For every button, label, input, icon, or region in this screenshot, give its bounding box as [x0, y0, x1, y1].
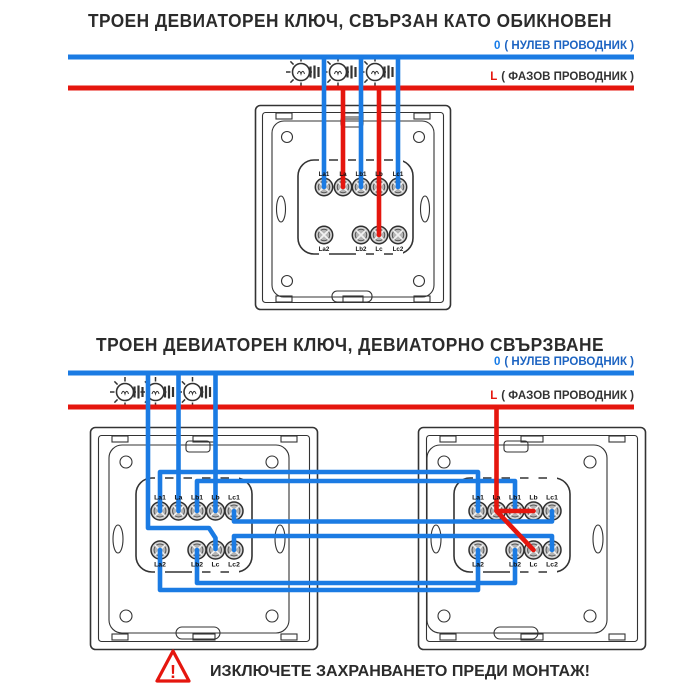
- lamp-ray: [113, 380, 119, 386]
- lamp-ray: [363, 78, 369, 84]
- terminal-notch: [547, 473, 557, 483]
- terminal-notch: [374, 249, 384, 259]
- terminal-label: Lb: [375, 171, 383, 178]
- lamp-filament: [371, 70, 379, 76]
- lamp-bulb: [365, 62, 385, 82]
- lamp-icon: [177, 377, 212, 407]
- traveler-Lb1: [194, 478, 518, 514]
- lamp-ray: [181, 398, 186, 404]
- terminal-label: La1: [472, 495, 484, 502]
- terminal-label: La: [175, 495, 183, 502]
- traveler-Lc2: [231, 533, 555, 553]
- lamp-ray: [289, 78, 295, 84]
- lamp-filament: [121, 390, 129, 396]
- terminal-label: Lc: [212, 562, 220, 569]
- traveler-La1: [157, 469, 481, 514]
- terminal-notch: [192, 473, 202, 483]
- diagram2-neutral-label: 0( НУЛЕВ ПРОВОДНИК ): [494, 356, 634, 368]
- terminal-label: Lb2: [355, 246, 367, 253]
- lamp-ray: [326, 78, 332, 84]
- terminal-label: Lc1: [546, 495, 558, 502]
- terminal-notch: [393, 249, 403, 259]
- terminal-label: La1: [154, 495, 166, 502]
- lamp-bulb: [183, 382, 202, 402]
- wires: [145, 54, 555, 593]
- terminal-label: La: [493, 495, 501, 502]
- terminal-label: Lc: [375, 246, 383, 253]
- screw-slot: [318, 229, 330, 241]
- lamp-ray: [289, 60, 295, 66]
- terminal-label: Lc2: [546, 562, 558, 569]
- terminal-label: La2: [472, 562, 484, 569]
- terminal-label: Lc1: [393, 171, 404, 178]
- lamp-ray: [181, 380, 186, 386]
- terminal-label: Lb: [529, 495, 537, 502]
- terminal-label: Lb1: [355, 171, 367, 178]
- warning-text: ИЗКЛЮЧЕТЕ ЗАХРАНВАНЕТО ПРЕДИ МОНТАЖ!: [210, 663, 590, 680]
- lamp-icon: [286, 57, 320, 87]
- terminal-notch: [528, 473, 539, 483]
- lamp-filament: [297, 70, 305, 76]
- lamp-filament: [334, 70, 342, 76]
- switch-0-terminals: [314, 155, 408, 259]
- diagram2-phase-label: L( ФАЗОВ ПРОВОДНИК ): [490, 390, 634, 402]
- terminal-label: Lb1: [191, 495, 203, 502]
- diagram1-phase-label: L( ФАЗОВ ПРОВОДНИК ): [490, 71, 634, 83]
- wire-phase-to-right-Lc: [494, 508, 536, 553]
- lamp-bulb: [115, 382, 135, 402]
- lamp-ray: [113, 398, 119, 404]
- traveler-Lc1: [231, 508, 555, 524]
- terminal-notch: [510, 473, 520, 483]
- lamp-bulb: [328, 62, 348, 82]
- warning-triangle-icon: [155, 649, 191, 683]
- terminal-notch: [547, 567, 557, 577]
- bus-lines: [68, 54, 634, 410]
- terminal-notch: [356, 249, 366, 259]
- terminal-label: Lb2: [509, 562, 521, 569]
- terminal-notch: [319, 249, 329, 259]
- screw-slot: [392, 229, 404, 241]
- screw-slot: [355, 229, 367, 241]
- terminal-label: La2: [154, 562, 166, 569]
- terminal-label: Lc2: [393, 246, 404, 253]
- wire-lamp1-to-left-Lc: [145, 370, 218, 552]
- terminal-label: La: [339, 171, 347, 178]
- switch-bottom-left: [89, 426, 319, 651]
- diagram1-title: ТРОЕН ДЕВИАТОРЕН КЛЮЧ, СВЪРЗАН КАТО ОБИК…: [88, 11, 612, 31]
- terminal-label: Lc1: [228, 495, 240, 502]
- lamp-filament: [188, 390, 197, 396]
- terminal-label: Lb1: [509, 495, 521, 502]
- terminal-notch: [229, 567, 239, 577]
- traveler-Lb2: [194, 547, 518, 586]
- traveler-La2: [157, 547, 481, 593]
- terminal-label: Lc2: [228, 562, 240, 569]
- terminal-notch: [528, 567, 539, 577]
- lamp-ray: [363, 60, 369, 66]
- lamp-icon: [360, 57, 394, 87]
- lamp-ray: [326, 60, 332, 66]
- diagram1-neutral-label: 0( НУЛЕВ ПРОВОДНИК ): [494, 40, 634, 52]
- diagram2-title: ТРОЕН ДЕВИАТОРЕН КЛЮЧ, ДЕВИАТОРНО СВЪРЗВ…: [96, 335, 604, 355]
- lamp-filament: [151, 390, 160, 396]
- terminal-label: Lb: [211, 495, 219, 502]
- terminal-label: La1: [319, 171, 330, 178]
- terminal-label: Lb2: [191, 562, 203, 569]
- terminal-label: Lc: [530, 562, 538, 569]
- lamp-icon: [110, 377, 144, 407]
- terminal-notch: [229, 473, 239, 483]
- lamp-bulb: [291, 62, 311, 82]
- warning-row: ! ИЗКЛЮЧЕТЕ ЗАХРАНВАНЕТО ПРЕДИ МОНТАЖ!: [155, 649, 590, 683]
- warning-exclamation: !: [170, 662, 176, 682]
- switch-bottom-right: [417, 426, 647, 651]
- switch-top: [254, 104, 452, 311]
- terminal-label: La2: [319, 246, 330, 253]
- lamp-icon: [323, 57, 357, 87]
- terminal-notch: [210, 567, 221, 577]
- lamp-icon: [140, 377, 175, 407]
